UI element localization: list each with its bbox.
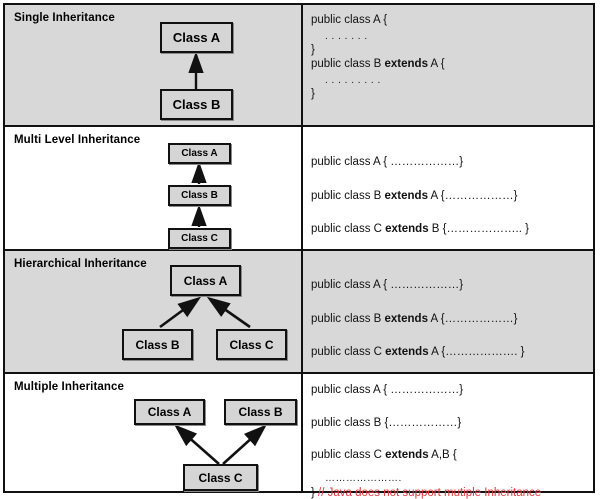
- row-hierarchical-inheritance: Hierarchical Inheritance Class A Class B…: [5, 251, 593, 374]
- code-line: public class B extends A {………………}: [311, 191, 593, 203]
- class-box-b: Class B: [122, 329, 193, 360]
- code-text: public class C: [311, 449, 385, 461]
- code-text: public class C: [311, 346, 385, 358]
- arrow-c-to-a: [177, 427, 219, 464]
- arrow-layer-single: [5, 5, 301, 127]
- class-box-b: Class B: [224, 399, 297, 425]
- class-box-a: Class A: [134, 399, 205, 425]
- row-multiple-inheritance: Multiple Inheritance Class A Class B Cla…: [5, 374, 593, 491]
- keyword-extends: extends: [385, 58, 428, 70]
- arrow-c-to-a: [210, 299, 250, 327]
- keyword-extends: extends: [385, 223, 428, 235]
- code-text: B {……………….. }: [429, 223, 529, 235]
- code-line: ………………….: [311, 474, 593, 484]
- code-line: }: [311, 89, 593, 101]
- code-line: public class C extends A {………………. }: [311, 347, 593, 359]
- code-text: public class B: [311, 190, 385, 202]
- code-text: A {………………}: [428, 190, 517, 202]
- code-line: }: [311, 45, 593, 57]
- diagram-multiple: Class A Class B Class C: [5, 374, 301, 491]
- class-box-a: Class A: [160, 22, 233, 53]
- code-text: public class B: [311, 58, 385, 70]
- class-box-b: Class B: [160, 89, 233, 120]
- class-box-c: Class C: [216, 329, 287, 360]
- code-line-comment: } // Java does not support mutiple Inher…: [311, 488, 593, 499]
- row-multilevel-inheritance: Multi Level Inheritance Class A Class B …: [5, 127, 593, 251]
- code-text: A,B {: [429, 449, 457, 461]
- code-line: public class C extends A,B {: [311, 450, 593, 462]
- code-multilevel-inheritance: public class A { ………………} public class B …: [303, 127, 593, 251]
- code-text: public class C: [311, 223, 385, 235]
- keyword-extends: extends: [385, 190, 428, 202]
- diagram-multilevel: Class A Class B Class C: [5, 127, 301, 251]
- class-box-a: Class A: [168, 143, 231, 164]
- code-text: }: [311, 487, 318, 499]
- keyword-extends: extends: [385, 313, 428, 325]
- class-box-c: Class C: [168, 228, 231, 249]
- arrow-c-to-b: [223, 427, 264, 464]
- code-line: public class B extends A {: [311, 59, 593, 71]
- code-text: A {………………. }: [429, 346, 525, 358]
- class-box-b: Class B: [168, 185, 231, 206]
- code-line: public class A { ………………}: [311, 157, 593, 169]
- class-box-c: Class C: [183, 464, 258, 491]
- code-line: public class B {………………}: [311, 418, 593, 430]
- unsupported-comment: // Java does not support mutiple Inherit…: [318, 487, 541, 499]
- code-line: . . . . . . .: [311, 32, 593, 42]
- class-box-a: Class A: [170, 265, 241, 296]
- code-single-inheritance: public class A { . . . . . . . } public …: [303, 5, 593, 127]
- keyword-extends: extends: [385, 346, 428, 358]
- diagram-hierarchical: Class A Class B Class C: [5, 251, 301, 374]
- code-line: public class A { ………………}: [311, 385, 593, 397]
- code-text: A {: [428, 58, 445, 70]
- code-hierarchical-inheritance: public class A { ………………} public class B …: [303, 251, 593, 374]
- code-line: public class B extends A {………………}: [311, 314, 593, 326]
- code-line: public class C extends B {……………….. }: [311, 224, 593, 236]
- code-text: A {………………}: [428, 313, 517, 325]
- keyword-extends: extends: [385, 449, 428, 461]
- inheritance-diagram-frame: Single Inheritance Class A Class B publi…: [3, 3, 595, 493]
- code-line: public class A { ………………}: [311, 280, 593, 292]
- diagram-single: Class A Class B: [5, 5, 301, 127]
- code-multiple-inheritance: public class A { ………………} public class B …: [303, 374, 593, 491]
- arrow-layer-multilevel: [5, 127, 301, 251]
- arrow-b-to-a: [160, 299, 198, 327]
- code-text: public class B: [311, 313, 385, 325]
- code-line: . . . . . . . . .: [311, 76, 593, 86]
- code-line: public class A {: [311, 15, 593, 27]
- row-single-inheritance: Single Inheritance Class A Class B publi…: [5, 5, 593, 127]
